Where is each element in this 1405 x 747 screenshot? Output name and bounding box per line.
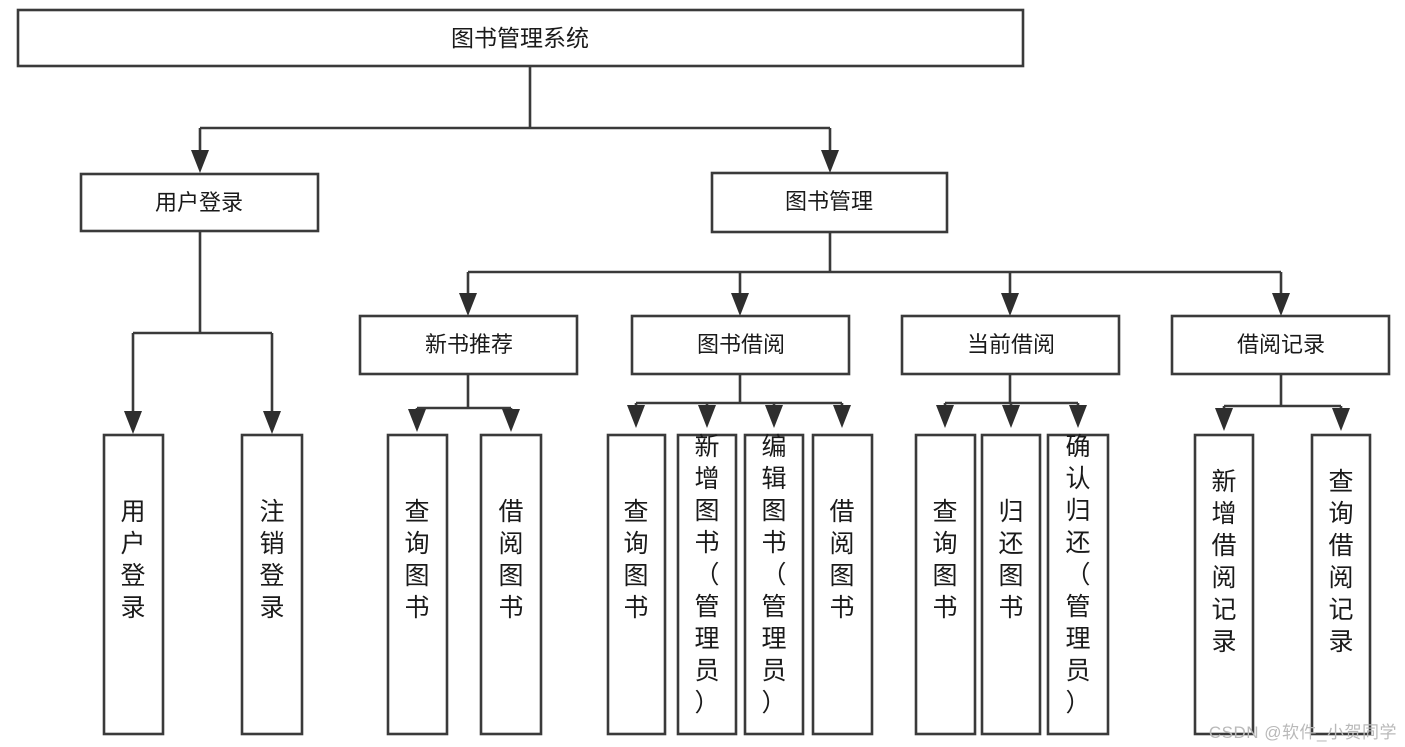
node-user-login-label: 用户登录 bbox=[155, 190, 243, 215]
node-leaf-add-record-label: 新增借阅记录 bbox=[1211, 468, 1236, 656]
arrow-to-leaf-query-book-1 bbox=[408, 409, 426, 432]
node-borrow-record[interactable]: 借阅记录 bbox=[1170, 314, 1391, 376]
node-leaf-query-record[interactable]: 查询借阅记录 bbox=[1310, 433, 1372, 736]
node-new-book-recommend[interactable]: 新书推荐 bbox=[358, 314, 579, 376]
node-leaf-logout-box[interactable] bbox=[240, 433, 304, 736]
arrow-to-leaf-query-book-2 bbox=[627, 405, 645, 428]
node-leaf-query-book-1[interactable]: 查询图书 bbox=[386, 433, 449, 736]
node-leaf-borrow-book-2[interactable]: 借阅图书 bbox=[811, 433, 874, 736]
node-leaf-edit-book[interactable]: 编辑图书（管理员） bbox=[743, 433, 805, 736]
node-leaf-confirm-return-box[interactable] bbox=[1046, 433, 1110, 736]
node-book-borrow-box[interactable] bbox=[630, 314, 851, 376]
arrow-to-leaf-confirm-return bbox=[1069, 405, 1087, 428]
arrow-to-leaf-add-book bbox=[698, 405, 716, 428]
node-user-login[interactable]: 用户登录 bbox=[79, 172, 320, 233]
arrow-root-to-book-manage bbox=[821, 150, 839, 173]
arrow-to-leaf-query-record bbox=[1332, 408, 1350, 431]
node-leaf-user-login[interactable]: 用户登录 bbox=[102, 433, 165, 736]
node-leaf-logout[interactable]: 注销登录 bbox=[240, 433, 304, 736]
node-borrow-record-box[interactable] bbox=[1170, 314, 1391, 376]
node-new-book-recommend-label: 新书推荐 bbox=[425, 332, 513, 357]
node-leaf-add-record-box[interactable] bbox=[1193, 433, 1255, 736]
node-new-book-recommend-box[interactable] bbox=[358, 314, 579, 376]
arrow-to-leaf-edit-book bbox=[765, 405, 783, 428]
node-leaf-confirm-return[interactable]: 确认归还（管理员） bbox=[1046, 433, 1110, 736]
node-leaf-user-login-box[interactable] bbox=[102, 433, 165, 736]
node-leaf-return-book-label: 归还图书 bbox=[998, 498, 1023, 622]
node-leaf-add-book[interactable]: 新增图书（管理员） bbox=[676, 433, 738, 736]
arrow-to-book-borrow bbox=[731, 293, 749, 316]
arrow-to-leaf-logout bbox=[263, 411, 281, 434]
node-leaf-query-book-3-label: 查询图书 bbox=[932, 498, 957, 622]
node-borrow-record-label: 借阅记录 bbox=[1237, 332, 1325, 357]
arrow-to-leaf-add-record bbox=[1215, 408, 1233, 431]
node-leaf-borrow-book-2-label: 借阅图书 bbox=[829, 498, 854, 622]
node-leaf-borrow-book-1-label: 借阅图书 bbox=[498, 498, 523, 622]
node-leaf-add-book-box[interactable] bbox=[676, 433, 738, 736]
node-leaf-query-book-2-box[interactable] bbox=[606, 433, 667, 736]
node-leaf-query-book-1-box[interactable] bbox=[386, 433, 449, 736]
node-leaf-query-book-2-label: 查询图书 bbox=[623, 498, 648, 622]
node-book-borrow[interactable]: 图书借阅 bbox=[630, 314, 851, 376]
arrow-to-leaf-borrow-book-2 bbox=[833, 405, 851, 428]
node-root-label: 图书管理系统 bbox=[451, 25, 589, 51]
node-leaf-query-book-3-box[interactable] bbox=[914, 433, 977, 736]
node-book-manage-label: 图书管理 bbox=[785, 189, 873, 214]
node-current-borrow[interactable]: 当前借阅 bbox=[900, 314, 1121, 376]
node-leaf-add-book-label: 新增图书（管理员） bbox=[694, 433, 719, 717]
node-leaf-logout-label: 注销登录 bbox=[259, 498, 284, 622]
arrow-to-current-borrow bbox=[1001, 293, 1019, 316]
node-root[interactable]: 图书管理系统 bbox=[16, 8, 1025, 68]
node-current-borrow-box[interactable] bbox=[900, 314, 1121, 376]
node-leaf-confirm-return-label: 确认归还（管理员） bbox=[1065, 433, 1090, 717]
node-leaf-query-record-label: 查询借阅记录 bbox=[1328, 468, 1353, 656]
node-leaf-query-record-box[interactable] bbox=[1310, 433, 1372, 736]
connector-layer bbox=[124, 66, 1350, 434]
arrow-to-leaf-query-book-3 bbox=[936, 405, 954, 428]
node-leaf-edit-book-label: 编辑图书（管理员） bbox=[761, 433, 786, 717]
node-leaf-edit-book-box[interactable] bbox=[743, 433, 805, 736]
arrow-to-borrow-record bbox=[1272, 293, 1290, 316]
arrow-to-leaf-return-book bbox=[1002, 405, 1020, 428]
arrow-to-leaf-borrow-book-1 bbox=[502, 409, 520, 432]
node-book-borrow-label: 图书借阅 bbox=[697, 332, 785, 357]
node-book-manage-box[interactable] bbox=[710, 171, 949, 234]
arrow-root-to-user-login bbox=[191, 150, 209, 173]
leaf-layer: 用户登录 注销登录 查询图书 借阅图书 查询图书 新增图书（管理员） bbox=[102, 433, 1372, 736]
node-leaf-query-book-3[interactable]: 查询图书 bbox=[914, 433, 977, 736]
node-leaf-borrow-book-1-box[interactable] bbox=[479, 433, 543, 736]
node-leaf-user-login-label: 用户登录 bbox=[120, 498, 145, 622]
node-leaf-borrow-book-2-box[interactable] bbox=[811, 433, 874, 736]
node-leaf-query-book-1-label: 查询图书 bbox=[404, 498, 429, 622]
node-book-manage[interactable]: 图书管理 bbox=[710, 171, 949, 234]
node-user-login-box[interactable] bbox=[79, 172, 320, 233]
node-current-borrow-label: 当前借阅 bbox=[967, 332, 1055, 357]
arrow-to-leaf-user-login bbox=[124, 411, 142, 434]
node-leaf-return-book[interactable]: 归还图书 bbox=[980, 433, 1042, 736]
node-leaf-add-record[interactable]: 新增借阅记录 bbox=[1193, 433, 1255, 736]
node-leaf-return-book-box[interactable] bbox=[980, 433, 1042, 736]
node-root-box[interactable] bbox=[16, 8, 1025, 68]
node-leaf-query-book-2[interactable]: 查询图书 bbox=[606, 433, 667, 736]
node-leaf-borrow-book-1[interactable]: 借阅图书 bbox=[479, 433, 543, 736]
arrow-to-new-book-recommend bbox=[459, 293, 477, 316]
